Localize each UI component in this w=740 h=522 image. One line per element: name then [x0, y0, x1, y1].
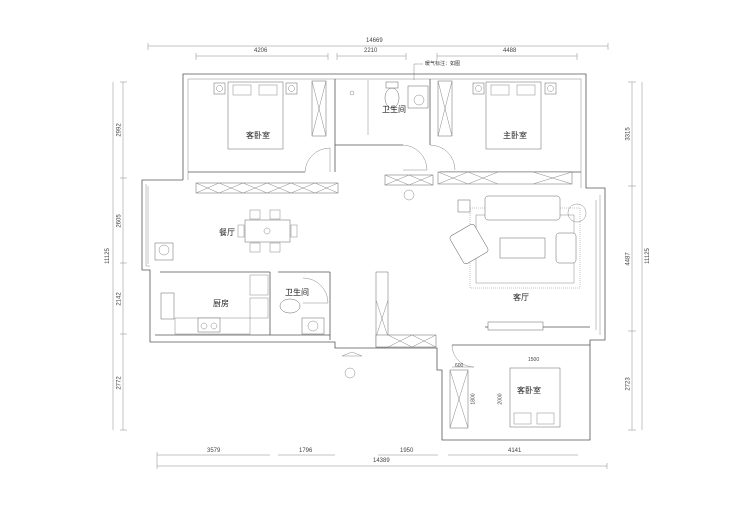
living-room-furniture	[449, 195, 587, 331]
room-label-bathroom-2: 卫生间	[285, 288, 309, 297]
dining-table	[237, 209, 298, 253]
dim-left-3: 2142	[116, 292, 123, 306]
dim-left-1: 2992	[116, 123, 123, 137]
dim-top-1: 4206	[254, 48, 268, 54]
top-dimension-lines	[147, 43, 609, 80]
dim-bottom-4: 4141	[508, 448, 522, 454]
dim-left-4: 2772	[116, 376, 123, 390]
right-dimension-lines	[628, 81, 643, 431]
dim-wardrobe-width: 600	[455, 363, 464, 369]
dim-wardrobe-length: 1800	[470, 393, 477, 405]
left-dimension-lines	[112, 81, 127, 431]
room-label-living: 客厅	[513, 293, 529, 302]
exterior-walls	[141, 73, 606, 441]
bottom-dimension-lines	[156, 452, 608, 469]
dim-top-2: 2210	[364, 48, 378, 54]
dim-right-total: 11125	[644, 248, 651, 264]
room-label-bathroom-1: 卫生间	[382, 105, 406, 114]
kitchen-fixtures	[154, 242, 269, 335]
room-label-master-bedroom: 主卧室	[503, 131, 527, 140]
dim-left-2: 2605	[116, 214, 123, 228]
bathroom-fixtures	[279, 80, 429, 335]
beds	[213, 81, 561, 428]
dim-bottom-3: 1950	[400, 448, 414, 454]
dim-right-3: 2723	[625, 377, 632, 391]
room-label-kitchen: 厨房	[213, 299, 229, 308]
entrance-marker	[341, 189, 415, 379]
room-label-dining: 餐厅	[219, 228, 235, 237]
dim-bottom-1: 3579	[207, 448, 221, 454]
dim-left-total: 11125	[104, 248, 111, 264]
dim-bottom-2: 1796	[299, 448, 313, 454]
dim-top-total: 14669	[366, 38, 383, 44]
dim-bed-length: 2000	[497, 393, 504, 405]
dim-bottom-total: 14389	[373, 458, 390, 464]
room-label-guest-bedroom-2: 客卧室	[517, 386, 541, 395]
wardrobes	[195, 80, 573, 429]
dim-right-1: 3315	[625, 127, 632, 141]
doors	[302, 144, 475, 368]
dim-right-2: 4487	[625, 252, 632, 266]
room-label-guest-bedroom-1: 客卧室	[246, 131, 270, 140]
annotation-note: 暖气标注：如图	[425, 61, 461, 67]
dim-bed-width: 1500	[528, 357, 540, 363]
dim-top-3: 4488	[503, 48, 517, 54]
